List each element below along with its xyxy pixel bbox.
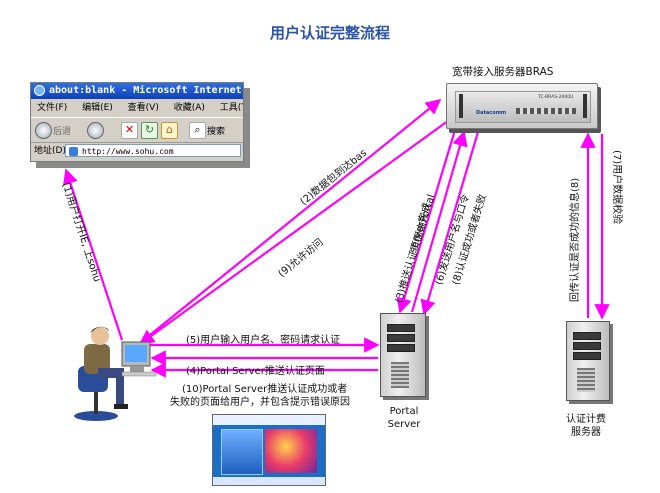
browser-menubar: 文件(F) 编辑(E) 查看(V) 收藏(A) 工具(T) — [31, 100, 243, 116]
address-bar: 地址(D) http://www.sohu.com — [31, 143, 243, 159]
address-label: 地址(D) — [34, 146, 66, 156]
auth-label-line1: 认证计费 — [566, 414, 606, 425]
user-at-computer-icon — [74, 326, 157, 421]
menu-view[interactable]: 查看(V) — [127, 103, 159, 113]
bras-brand: Datacomm — [476, 110, 507, 116]
step8-auth-label: 回传认证是否成功的信息(8) — [570, 177, 581, 302]
drive-bay — [387, 334, 415, 342]
search-icon[interactable]: ⌕ — [189, 122, 206, 139]
thumbnail-banner — [265, 429, 317, 473]
browser-title: about:blank - Microsoft Internet E — [49, 85, 244, 96]
address-input[interactable]: http://www.sohu.com — [65, 144, 241, 157]
arrow-step9 — [138, 117, 453, 345]
back-arrow-icon[interactable] — [35, 122, 52, 139]
diagram-title: 用户认证完整流程 — [269, 24, 390, 42]
step10-label-line1: (10)Portal Server推送认证成功或者 — [182, 384, 348, 395]
menu-tools[interactable]: 工具(T) — [219, 103, 243, 113]
step5-label: (5)用户输入用户名、密码请求认证 — [186, 335, 341, 346]
drive-bay — [573, 342, 601, 350]
browser-titlebar: about:blank - Microsoft Internet E — [31, 83, 243, 99]
menu-edit[interactable]: 编辑(E) — [82, 103, 113, 113]
server-vent — [391, 362, 409, 388]
portal-label-line1: Portal — [389, 406, 419, 417]
portal-label-line2: Server — [387, 419, 421, 430]
bras-model: TC-BRAS-2000U — [538, 95, 574, 100]
bras-label: 宽带接入服务器BRAS — [452, 66, 554, 78]
menu-file[interactable]: 文件(F) — [37, 103, 68, 113]
thumbnail-header — [213, 415, 325, 425]
refresh-icon[interactable]: ↻ — [141, 122, 158, 139]
bras-front-panel: Datacomm TC-BRAS-2000U — [455, 91, 591, 123]
drive-bay — [573, 332, 601, 340]
step7-label: (7)用户数据校验 — [611, 150, 622, 225]
arrow-step2 — [149, 99, 442, 336]
portal-page-thumbnail — [212, 414, 326, 486]
home-icon[interactable]: ⌂ — [161, 122, 178, 139]
bras-handle-right — [583, 94, 587, 118]
step4-label: (4)Portal Server推送认证页面 — [186, 366, 325, 377]
ie-logo-icon — [34, 85, 45, 96]
arrow-step6 — [410, 130, 468, 313]
drive-bay — [387, 324, 415, 332]
portal-server-tower — [380, 313, 426, 397]
auth-server-tower — [566, 321, 610, 401]
stop-icon[interactable]: ✕ — [121, 122, 138, 139]
step10-label-line2: 失败的页面给用户，并包含提示错误原因 — [170, 397, 350, 408]
bras-device: Datacomm TC-BRAS-2000U — [446, 83, 598, 129]
auth-label-line2: 服务器 — [571, 427, 601, 438]
page-icon — [69, 147, 78, 156]
thumbnail-panel — [221, 429, 263, 475]
address-url: http://www.sohu.com — [82, 147, 174, 156]
drive-bay — [387, 344, 415, 352]
arrow-step8-portal — [420, 131, 480, 316]
thumbnail-footer — [213, 477, 325, 485]
search-label[interactable]: 搜索 — [207, 127, 226, 137]
server-vent — [577, 368, 595, 392]
back-label[interactable]: 后退 — [53, 127, 72, 137]
browser-toolbar: 后退 ✕ ↻ ⌂ ⌕ 搜索 — [31, 117, 243, 143]
drive-bay — [573, 352, 601, 360]
bras-ports — [516, 108, 576, 114]
bras-handle-left — [459, 94, 463, 118]
arrow-step3 — [396, 129, 457, 314]
ie-browser-window: about:blank - Microsoft Internet E 文件(F)… — [30, 82, 244, 162]
forward-arrow-icon[interactable] — [87, 122, 104, 139]
arrow-step1 — [63, 168, 124, 341]
menu-favorites[interactable]: 收藏(A) — [173, 103, 205, 113]
